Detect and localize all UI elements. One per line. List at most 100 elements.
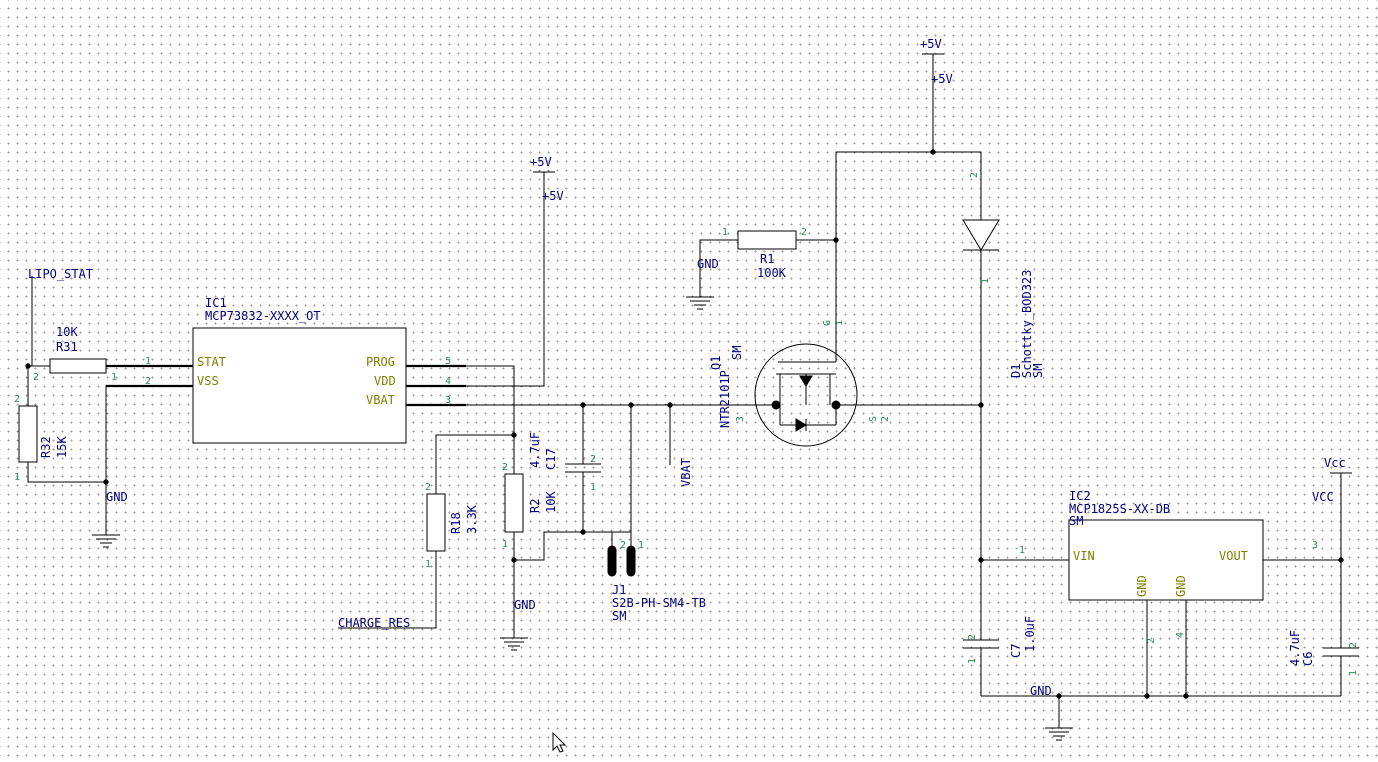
ic1-pin-prog: PROG — [366, 355, 395, 369]
d1-ref: D1 — [1009, 364, 1023, 378]
j1-value: S2B-PH-SM4-TB — [612, 596, 706, 610]
ic1-pin-stat: STAT — [197, 355, 226, 369]
capacitor-c6[interactable]: 2 1 4.7uF C6 — [1288, 630, 1359, 696]
q1-pin2: 2 — [880, 416, 891, 422]
r1-pin1: 1 — [722, 227, 728, 238]
ic1-pin-vdd: VDD — [374, 374, 396, 388]
j1-pin2: 2 — [620, 540, 626, 551]
r32-pin2: 2 — [14, 394, 20, 405]
r31-pin2: 2 — [33, 372, 39, 383]
ic1-pin-vss: VSS — [197, 374, 219, 388]
c7-value: 1.0uF — [1023, 616, 1037, 652]
c6-pin1: 1 — [1348, 670, 1359, 676]
j1-pin1: 1 — [638, 540, 644, 551]
power-5v-mid-symbol: +5V — [530, 155, 552, 169]
resistor-r18[interactable]: 2 1 R18 3.3K CHARGE_RES — [338, 432, 517, 630]
c17-pin1: 1 — [590, 482, 596, 493]
ic2-pin-vin: VIN — [1073, 549, 1095, 563]
ic2-pin-num-2: 2 — [1146, 638, 1157, 644]
r32-pin1: 1 — [14, 472, 20, 483]
c6-value: 4.7uF — [1288, 630, 1302, 666]
gnd-label-r1: GND — [697, 257, 719, 271]
power-5v-top-symbol: +5V — [920, 37, 942, 51]
net-label-lipo-stat: LIPO_STAT — [28, 267, 93, 281]
r2-value: 10K — [544, 491, 558, 513]
d1-value: Schottky_BOD323 — [1020, 270, 1034, 378]
gnd-net-right[interactable]: GND — [981, 684, 1341, 741]
gnd-net-left[interactable]: GND — [92, 385, 193, 548]
r18-ref: R18 — [449, 512, 463, 534]
ic1-pin-num-5: 5 — [445, 356, 451, 367]
d1-pin2: 2 — [969, 172, 980, 178]
r2-pin1: 1 — [502, 539, 508, 550]
q1-pin1: 1 — [834, 320, 845, 326]
ground-symbol — [686, 296, 714, 310]
ic1-pin-num-2: 2 — [145, 376, 151, 387]
connector-j1[interactable]: 2 1 J1 S2B-PH-SM4-TB SM — [607, 405, 706, 623]
r1-value: 100K — [757, 266, 787, 280]
r18-value: 3.3K — [465, 504, 479, 534]
prog-net[interactable] — [466, 365, 515, 474]
ic2-mcp1825s[interactable]: IC2 MCP1825S-XX-DB SM VIN VOUT GND GND 2… — [1068, 489, 1341, 696]
q1-value: NTR2101P — [718, 370, 732, 428]
ic2-ref: IC2 — [1069, 489, 1091, 503]
c6-pin2: 2 — [1348, 642, 1359, 648]
r2-ref: R2 — [528, 499, 542, 513]
resistor-r2[interactable]: 2 1 R2 10K — [502, 462, 558, 638]
c7-ref: C7 — [1009, 644, 1023, 658]
q1-ref: Q1 — [709, 356, 723, 370]
c17-pin2: 2 — [590, 454, 596, 465]
r18-pin2: 2 — [425, 482, 431, 493]
mouse-cursor-icon — [552, 731, 567, 753]
r31-ref: R31 — [56, 340, 78, 354]
resistor-r1[interactable]: 1 2 R1 100K GND — [686, 227, 839, 310]
ic2-pin-num-4: 4 — [1175, 632, 1186, 638]
net-label-charge-res: CHARGE_RES — [338, 616, 410, 630]
ic1-pin-num-3: 3 — [445, 395, 451, 406]
ground-symbol — [92, 534, 120, 548]
c6-ref: C6 — [1301, 652, 1315, 666]
ic1-pin-vbat: VBAT — [366, 393, 395, 407]
power-5v-top-value: +5V — [931, 72, 953, 86]
ic2-pin-num-1: 1 — [1019, 545, 1025, 556]
r1-pin2: 2 — [801, 227, 807, 238]
ic2-pin-gnd-a: GND — [1135, 575, 1149, 597]
mosfet-q1[interactable]: Q1 NTR2101P SM 3 G 1 S 2 — [709, 240, 981, 447]
vbat-net[interactable]: VBAT — [466, 402, 776, 487]
capacitor-c17[interactable]: 2 1 4.7uF C17 — [528, 405, 601, 535]
r31-value: 10K — [56, 325, 78, 339]
ic2-sub: SM — [1069, 514, 1083, 528]
power-5v-ic1[interactable]: +5V +5V — [466, 155, 564, 387]
net-label-vbat: VBAT — [679, 458, 693, 487]
c7-pin2: 2 — [967, 634, 978, 640]
capacitor-c7[interactable]: 2 1 C7 1.0uF — [963, 616, 1037, 696]
ic2-pin-vout: VOUT — [1219, 549, 1248, 563]
r18-pin1: 1 — [425, 559, 431, 570]
diode-d1[interactable]: 2 1 D1 Schottky_BOD323 SM — [962, 172, 1045, 405]
resistor-r31[interactable]: 10K R31 2 1 — [28, 325, 193, 383]
vcc-value: VCC — [1312, 490, 1334, 504]
d1-sub: SM — [1031, 364, 1045, 378]
vcc-symbol: Vcc — [1324, 456, 1346, 470]
vin-net[interactable]: 1 — [978, 405, 1069, 640]
power-5v-top[interactable]: +5V +5V — [835, 37, 982, 240]
ic1-mcp73832[interactable]: IC1 MCP73832-XXXX_OT STAT VSS PROG VDD V… — [106, 296, 466, 444]
c17-value: 4.7uF — [528, 432, 542, 468]
ic2-pin-num-3: 3 — [1312, 540, 1318, 551]
q1-pin3: 3 — [735, 416, 746, 422]
j1-ref: J1 — [612, 583, 626, 597]
gnd-net-mid[interactable]: GND — [500, 531, 631, 651]
ic2-pin-gnd-b: GND — [1174, 575, 1188, 597]
power-vcc[interactable]: Vcc VCC — [1312, 456, 1352, 648]
ic1-pin-num-1: 1 — [145, 356, 151, 367]
gnd-label-left: GND — [106, 490, 128, 504]
r1-ref: R1 — [760, 252, 774, 266]
power-5v-mid-value: +5V — [542, 189, 564, 203]
c7-pin1: 1 — [967, 658, 978, 664]
ground-symbol — [1045, 727, 1073, 741]
resistor-r32[interactable]: 2 1 R32 15K — [14, 366, 106, 483]
ic1-value: MCP73832-XXXX_OT — [205, 309, 321, 323]
ic1-pin-num-4: 4 — [445, 376, 451, 387]
gnd-label-right: GND — [1030, 684, 1052, 698]
